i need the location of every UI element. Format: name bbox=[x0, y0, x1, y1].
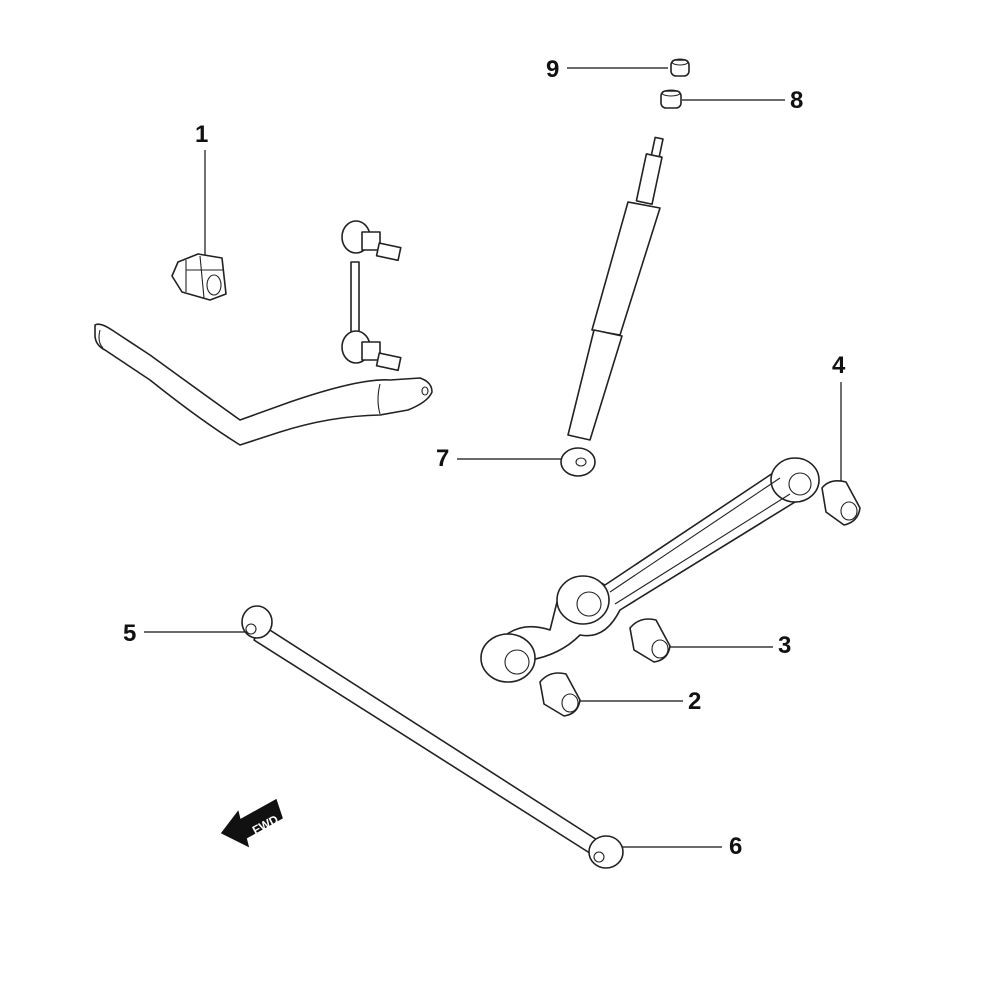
trailing-arm[interactable] bbox=[480, 457, 820, 683]
callout-9[interactable]: 9 bbox=[546, 56, 560, 83]
stabilizer-link[interactable] bbox=[341, 220, 402, 372]
upper-bushing-9[interactable] bbox=[670, 58, 690, 77]
callout-4[interactable]: 4 bbox=[832, 352, 846, 379]
stabilizer-bar[interactable] bbox=[94, 323, 433, 446]
callout-7[interactable]: 7 bbox=[436, 445, 450, 472]
stabilizer-bushing[interactable] bbox=[171, 253, 227, 301]
callout-3[interactable]: 3 bbox=[778, 632, 792, 659]
arm-bushing-4[interactable] bbox=[821, 480, 861, 526]
callout-8[interactable]: 8 bbox=[790, 87, 804, 114]
shock-absorber[interactable] bbox=[560, 136, 664, 477]
callout-5[interactable]: 5 bbox=[123, 620, 137, 647]
upper-bushing-8[interactable] bbox=[660, 89, 682, 109]
arm-bushing-3[interactable] bbox=[629, 618, 671, 663]
leader-lines bbox=[144, 67, 842, 848]
arm-bushing-2[interactable] bbox=[539, 672, 581, 717]
forward-direction-arrow: FWD bbox=[220, 798, 283, 848]
callout-1[interactable]: 1 bbox=[195, 121, 209, 148]
lateral-rod[interactable] bbox=[241, 605, 624, 869]
callout-2[interactable]: 2 bbox=[688, 688, 702, 715]
callout-6[interactable]: 6 bbox=[729, 833, 743, 860]
